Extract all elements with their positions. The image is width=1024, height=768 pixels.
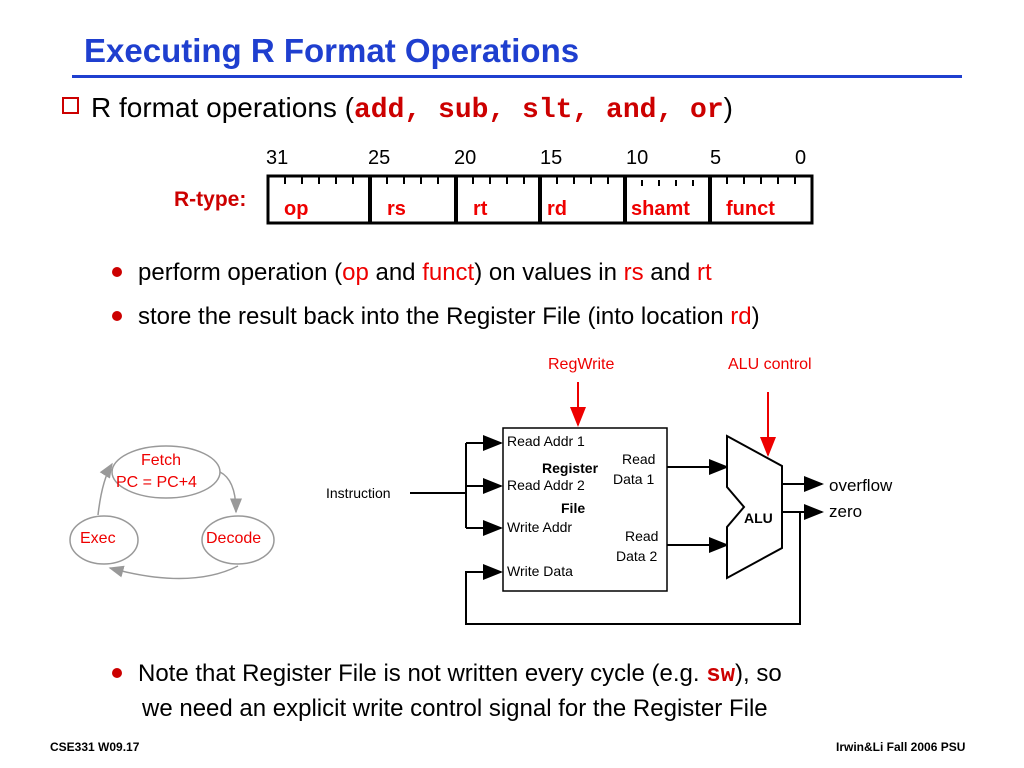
label-read-addr1: Read Addr 1 (507, 433, 585, 449)
bit-number-15: 15 (540, 147, 563, 169)
cycle-exec: Exec (80, 530, 116, 547)
bit-number-25: 25 (368, 147, 391, 169)
note-code: sw (706, 662, 736, 689)
main-bullet-prefix: R format operations ( (91, 92, 354, 123)
round-bullet-icon (112, 668, 122, 678)
note-text: Note that Register File is not written e… (138, 660, 707, 687)
alu-shape (726, 434, 783, 580)
cycle-fetch: Fetch (141, 452, 182, 469)
label-register: Register (542, 460, 599, 476)
bit-number-31: 31 (266, 147, 289, 169)
cycle-diagram (69, 445, 275, 580)
text-op: op (342, 259, 369, 286)
text-rd: rd (730, 303, 752, 330)
field-funct: funct (726, 198, 775, 220)
sub-bullet-store: store the result back into the Register … (112, 303, 760, 331)
bit-number-10: 10 (626, 147, 649, 169)
sub-bullet-perform: perform operation (op and funct) on valu… (112, 259, 712, 287)
round-bullet-icon (112, 267, 122, 277)
text: store the result back into the Register … (138, 303, 731, 330)
label-read-data1-a: Read (622, 451, 656, 467)
main-bullet-code: add, sub, slt, and, or (354, 95, 724, 126)
field-shamt: shamt (631, 198, 690, 220)
note-line2: we need an explicit write control signal… (142, 695, 768, 722)
label-instruction: Instruction (326, 485, 391, 501)
title-underline (72, 75, 962, 78)
text-funct: funct (422, 259, 475, 286)
register-file-box (502, 427, 668, 592)
label-write-addr: Write Addr (507, 519, 573, 535)
label-write-data: Write Data (507, 563, 573, 579)
footer-left: CSE331 W09.17 (50, 740, 140, 754)
field-rs: rs (387, 198, 406, 220)
label-read-addr2: Read Addr 2 (507, 477, 585, 493)
text: ) (751, 303, 760, 330)
main-bullet: R format operations (add, sub, slt, and,… (62, 92, 733, 126)
slide-title: Executing R Format Operations (84, 32, 580, 69)
field-op: op (284, 198, 309, 220)
label-alu: ALU (744, 510, 773, 526)
text-rt: rt (697, 259, 712, 286)
note-bullet: Note that Register File is not written e… (112, 657, 782, 725)
bit-number-5: 5 (710, 147, 722, 169)
label-file: File (561, 500, 586, 516)
main-bullet-suffix: ) (723, 92, 733, 123)
label-overflow: overflow (829, 476, 893, 495)
text: and (368, 259, 423, 286)
field-rt: rt (473, 198, 488, 220)
label-read-data2-a: Read (625, 528, 659, 544)
square-bullet-icon (62, 97, 79, 114)
text: perform operation ( (138, 259, 343, 286)
note-text: ), so (735, 660, 782, 687)
round-bullet-icon (112, 311, 122, 321)
footer-right: Irwin&Li Fall 2006 PSU (836, 740, 966, 754)
datapath-wires (410, 435, 824, 625)
bit-number-0: 0 (795, 147, 807, 169)
label-zero: zero (829, 502, 863, 521)
field-rd: rd (547, 198, 567, 220)
label-read-data1-b: Data 1 (613, 471, 655, 487)
rtype-field-box (266, 174, 814, 225)
label-read-data2-b: Data 2 (616, 548, 658, 564)
rtype-label: R-type: (174, 188, 247, 211)
text-rs: rs (623, 259, 644, 286)
cycle-pc: PC = PC+4 (116, 474, 197, 491)
text: ) on values in (474, 259, 624, 286)
cycle-decode: Decode (206, 530, 262, 547)
label-alu-control: ALU control (728, 356, 812, 373)
label-regwrite: RegWrite (548, 356, 615, 373)
bit-number-20: 20 (454, 147, 477, 169)
text: and (643, 259, 698, 286)
